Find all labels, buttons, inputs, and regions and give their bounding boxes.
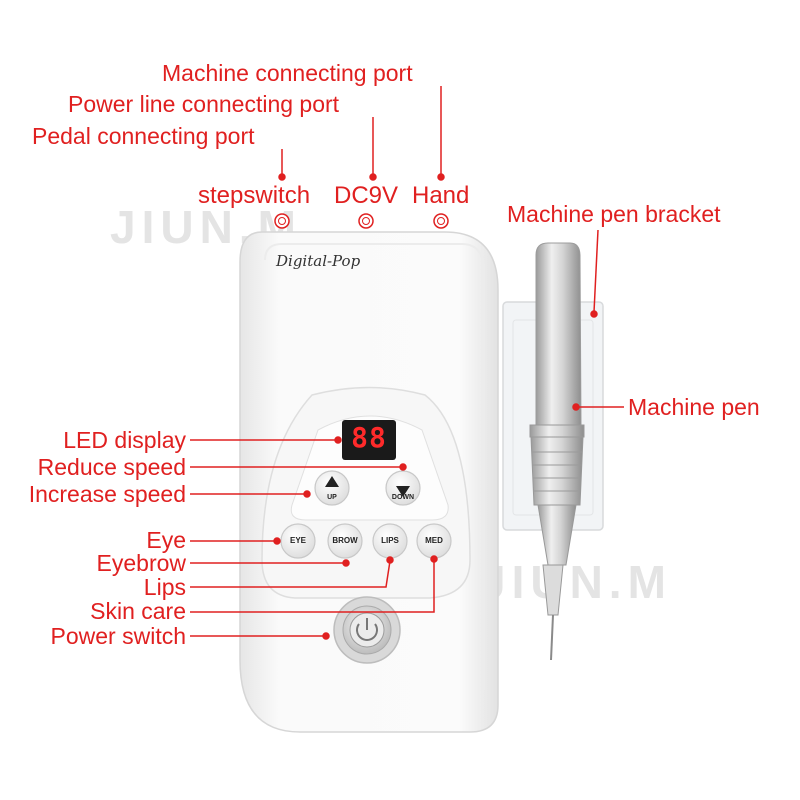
power-callout: Power switch (50, 623, 186, 649)
bracket-label: Machine pen bracket (507, 201, 721, 227)
led-readout: 88 (351, 421, 387, 454)
hand-label: Hand (412, 182, 470, 209)
led-label: LED display (63, 427, 186, 453)
eyebrow-callout: Eyebrow (96, 550, 186, 576)
med-label: MED (425, 536, 443, 545)
leader-lines (190, 86, 624, 640)
brow-button (327, 523, 363, 559)
machine-port-label: Machine connecting port (162, 60, 413, 86)
stepswitch-label: stepswitch (198, 182, 311, 209)
dc-label: DC9V (334, 182, 399, 209)
reduce-label: Reduce speed (37, 454, 186, 480)
power-port-label: Power line connecting port (68, 91, 340, 117)
brand-logo: Digital-Pop (276, 252, 361, 270)
pen-label: Machine pen (628, 394, 760, 420)
skin-care-callout: Skin care (90, 598, 186, 624)
increase-label: Increase speed (28, 481, 186, 507)
lips-callout: Lips (143, 574, 186, 600)
machine-pen (529, 242, 585, 661)
down-label: DOWN (391, 494, 415, 501)
stepswitch-port-icon (274, 213, 290, 229)
dc-port-icon (358, 213, 374, 229)
led-display (342, 420, 396, 460)
eye-button (280, 523, 316, 559)
hand-port-icon (433, 213, 449, 229)
up-button (314, 470, 350, 506)
up-label: UP (327, 494, 337, 501)
pedal-port-label: Pedal connecting port (32, 123, 255, 149)
watermark-bottom: JIUN.M (480, 556, 672, 608)
lips-label: LIPS (381, 536, 399, 545)
eye-callout: Eye (146, 527, 186, 553)
eye-label: EYE (289, 536, 306, 545)
brow-label: BROW (332, 536, 358, 545)
